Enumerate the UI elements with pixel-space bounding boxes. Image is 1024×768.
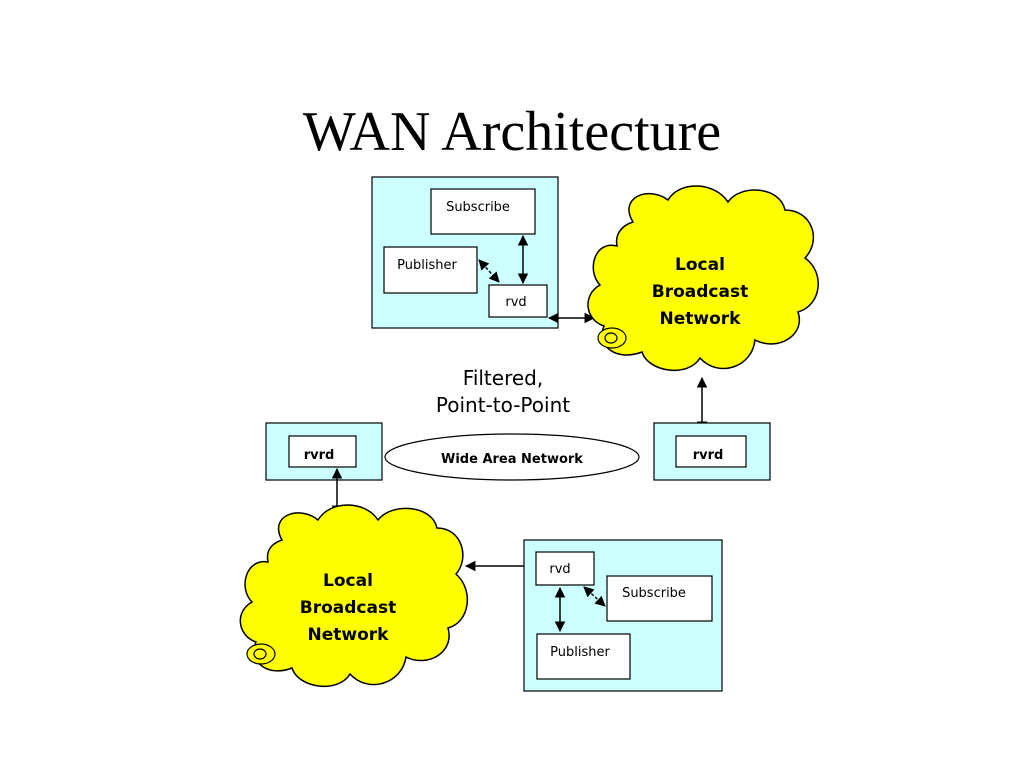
wan-label: Wide Area Network: [441, 452, 583, 467]
wan-note-line2: Point-to-Point: [436, 393, 570, 417]
top-publisher-box: Publisher: [383, 246, 478, 294]
bottom-rvd-box: rvd: [535, 551, 595, 586]
page-title: WAN Architecture: [302, 101, 722, 163]
top-cloud-line2: Broadcast: [652, 282, 748, 302]
top-subscribe-box: Subscribe: [430, 188, 536, 235]
top-cloud-swirl: [597, 327, 627, 349]
bottom-publisher-label: Publisher: [550, 645, 610, 660]
right-router-group: rvrd: [653, 422, 771, 481]
right-rvrd-label: rvrd: [693, 448, 724, 463]
bottom-rvd-label: rvd: [549, 562, 570, 577]
bottom-cloud-swirl: [246, 643, 276, 665]
left-router-group: rvrd: [265, 422, 383, 481]
bottom-publisher-box: Publisher: [536, 633, 631, 680]
bottom-subscribe-label: Subscribe: [622, 586, 686, 601]
top-cloud-line3: Network: [660, 309, 742, 329]
top-cloud-line1: Local: [675, 255, 725, 275]
top-subscribe-label: Subscribe: [446, 200, 510, 215]
top-rvd-label: rvd: [505, 295, 526, 310]
bottom-cloud: Local Broadcast Network: [239, 504, 469, 688]
bottom-cloud-line3: Network: [308, 625, 390, 645]
left-rvrd-label: rvrd: [304, 448, 335, 463]
top-host-group: Subscribe Publisher rvd: [371, 176, 559, 329]
top-publisher-label: Publisher: [397, 258, 457, 273]
bottom-cloud-line2: Broadcast: [300, 598, 396, 618]
top-cloud: Local Broadcast Network: [587, 185, 819, 372]
bottom-cloud-line1: Local: [323, 571, 373, 591]
wan-ellipse: Wide Area Network: [384, 433, 640, 481]
bottom-host-group: rvd Subscribe Publisher: [523, 539, 723, 692]
bottom-subscribe-box: Subscribe: [606, 575, 713, 622]
top-rvd-box: rvd: [488, 284, 548, 318]
wan-note-line1: Filtered,: [463, 366, 543, 390]
